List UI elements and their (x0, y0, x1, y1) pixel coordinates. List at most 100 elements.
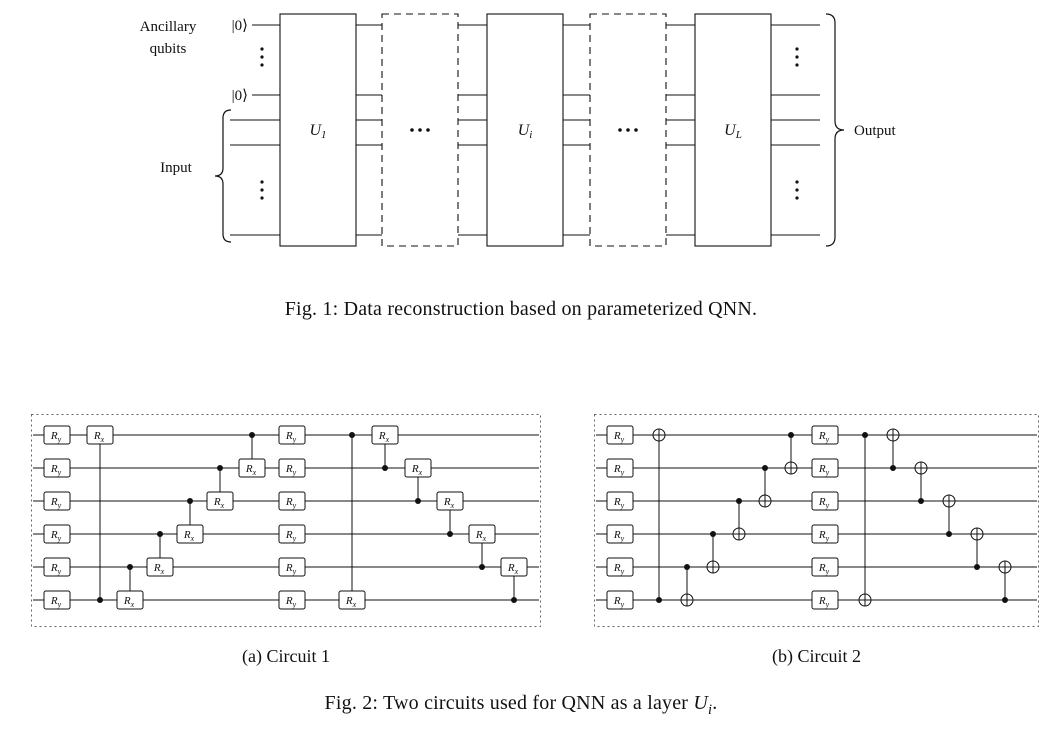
unitary-label-ul: UL (724, 122, 742, 141)
control-dot (511, 597, 517, 603)
gate-label: Ry (50, 562, 62, 576)
gate-label: Ry (613, 529, 625, 543)
gate-box-ry (606, 425, 634, 445)
output-label: Output (854, 123, 897, 139)
gate-label: Rx (123, 595, 135, 609)
gate-box-rx (500, 557, 528, 577)
gate-label: Ry (613, 562, 625, 576)
unitary-label-u1: U1 (309, 122, 326, 141)
fig1-qnn-diagram: U1 Ui UL Ancillary qubits |0⟩ |0⟩ Input … (140, 13, 897, 247)
horizontal-dots-icon (618, 128, 638, 132)
gate-label: Rx (245, 463, 257, 477)
gate-label: Ry (50, 430, 62, 444)
gate-label: Ry (818, 430, 830, 444)
control-dot (217, 465, 223, 471)
fig2-caption-text: Fig. 2: Two circuits used for QNN as a l… (324, 692, 694, 714)
output-brace (825, 13, 845, 247)
gate-box-ry (606, 491, 634, 511)
gate-box-ry (43, 491, 71, 511)
gate-label: Ry (613, 496, 625, 510)
control-dot (415, 498, 421, 504)
control-dot (762, 465, 768, 471)
horizontal-dots-icon (410, 128, 430, 132)
gate-label: Ry (285, 430, 297, 444)
fig2-caption-math-sub: i (708, 702, 713, 718)
gate-box-ry (43, 524, 71, 544)
control-dot (157, 531, 163, 537)
gate-box-ry (278, 491, 306, 511)
ket-zero-label: |0⟩ (232, 88, 248, 104)
gate-box-ry (811, 458, 839, 478)
unitary-box-ui (486, 13, 564, 247)
subcaption-circuit1: (a) Circuit 1 (242, 646, 330, 666)
gate-box-ry (278, 425, 306, 445)
control-dot (974, 564, 980, 570)
gate-box-rx (468, 524, 496, 544)
control-dot (349, 432, 355, 438)
control-dot (127, 564, 133, 570)
control-dot (382, 465, 388, 471)
gate-box-rx (238, 458, 266, 478)
control-dot (890, 465, 896, 471)
gate-label: Ry (613, 430, 625, 444)
input-label: Input (160, 160, 192, 176)
unitary-box-ul (694, 13, 772, 247)
gate-box-rx (338, 590, 366, 610)
control-dot (862, 432, 868, 438)
gate-label: Ry (613, 595, 625, 609)
gate-box-ry (811, 557, 839, 577)
gate-box-ry (606, 458, 634, 478)
gate-box-ry (606, 557, 634, 577)
gate-label: Ry (285, 529, 297, 543)
gate-box-ry (278, 590, 306, 610)
gate-box-ry (278, 557, 306, 577)
control-dot (479, 564, 485, 570)
control-dot (187, 498, 193, 504)
gate-label: Rx (475, 529, 487, 543)
gate-label: Ry (285, 496, 297, 510)
gate-box-ry (811, 425, 839, 445)
input-brace (214, 109, 232, 243)
gate-label: Rx (345, 595, 357, 609)
unitary-label-ui: Ui (518, 122, 533, 141)
gate-box-ry (43, 425, 71, 445)
gate-box-ry (811, 491, 839, 511)
gate-box-rx (436, 491, 464, 511)
control-dot (736, 498, 742, 504)
control-dot (788, 432, 794, 438)
gate-box-ry (811, 590, 839, 610)
control-dot (710, 531, 716, 537)
gate-label: Rx (183, 529, 195, 543)
fig2-caption: Fig. 2: Two circuits used for QNN as a l… (0, 692, 1042, 719)
circuit-dotted-border (594, 414, 1039, 627)
gate-box-ry (606, 524, 634, 544)
control-dot (447, 531, 453, 537)
vertical-dots-icon (260, 47, 264, 67)
circuit-dotted-border (31, 414, 541, 627)
vertical-dots-icon (795, 47, 799, 67)
gate-label: Ry (285, 595, 297, 609)
gate-box-ry (278, 458, 306, 478)
fig2-caption-math-base: U (693, 692, 709, 714)
vertical-dots-icon (795, 180, 799, 200)
control-dot (684, 564, 690, 570)
gate-label: Ry (285, 562, 297, 576)
gate-label: Ry (50, 529, 62, 543)
vertical-dots-icon (260, 180, 264, 200)
gate-label: Rx (153, 562, 165, 576)
gate-label: Rx (378, 430, 390, 444)
gate-label: Rx (507, 562, 519, 576)
subcaption-circuit2: (b) Circuit 2 (772, 646, 861, 666)
gate-label: Ry (50, 595, 62, 609)
control-dot (1002, 597, 1008, 603)
gate-box-ry (278, 524, 306, 544)
gate-label: Ry (285, 463, 297, 477)
control-dot (946, 531, 952, 537)
gate-label: Ry (50, 463, 62, 477)
gate-box-rx (86, 425, 114, 445)
gate-label: Rx (411, 463, 423, 477)
gate-label: Ry (818, 529, 830, 543)
